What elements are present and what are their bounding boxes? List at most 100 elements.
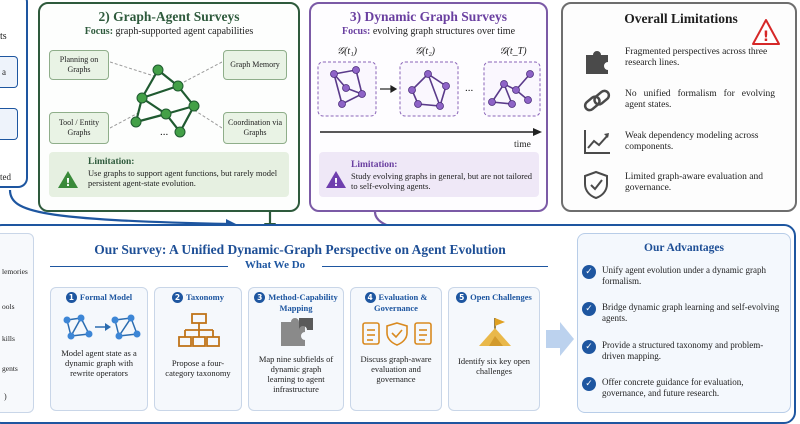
step-description: Model agent state as a dynamic graph wit… (61, 348, 137, 378)
advantage-item-1: ✓ Unify agent evolution under a dynamic … (582, 265, 784, 287)
advantage-item-3: ✓ Provide a structured taxonomy and prob… (582, 340, 784, 362)
svg-text:!: ! (763, 29, 769, 45)
step-title-text: Taxonomy (186, 292, 224, 302)
puzzle-icon (586, 51, 608, 74)
tool-entity-graphs-box: Tool / Entity Graphs (49, 112, 109, 144)
puzzle-pieces-icon (281, 318, 313, 346)
dynamic-graph-limitation-label: Limitation: (351, 160, 398, 170)
snapshot-label-t2: 𝒢(t₂) (414, 46, 436, 57)
what-we-do-line-left (50, 266, 228, 267)
graph-memory-box: Graph Memory (223, 50, 287, 80)
advantage-text: Bridge dynamic graph learning and self-e… (602, 302, 780, 323)
advantages-title: Our Advantages (644, 242, 724, 254)
graph-agent-limitation-text: Use graphs to support agent functions, b… (88, 168, 278, 188)
step-title-text: Method-Capability Mapping (268, 292, 338, 313)
snapshot-label-tT: 𝒢(t_T) (499, 46, 527, 57)
focus-label: Focus: (84, 26, 114, 37)
step-number: 1 (65, 292, 77, 303)
limitation-item-3: Weak dependency modeling across componen… (625, 131, 759, 152)
checkmark-icon: ✓ (582, 302, 596, 316)
dynamic-graph-focus: Focus: evolving graph structures over ti… (309, 26, 548, 37)
step-title-text: Evaluation & Governance (374, 292, 428, 313)
advantage-text: Offer concrete guidance for evaluation, … (602, 377, 744, 398)
advantage-text: Provide a structured taxonomy and proble… (602, 340, 764, 361)
panel-1-box-b (0, 108, 18, 140)
dynamic-graph-ellipsis: ... (465, 82, 474, 94)
left-item-memories: lemories (2, 267, 28, 276)
dynamic-graph-limitation-box (319, 152, 539, 197)
svg-text:!: ! (65, 176, 70, 189)
coordination-via-graphs-box: Coordination via Graphs (223, 112, 287, 144)
panel-1-fragment-2: a (2, 67, 6, 77)
warning-triangle-icon: ! (326, 171, 346, 189)
focus-label: Focus: (341, 26, 371, 37)
panel-1-fragment-3: ted (0, 172, 11, 182)
step-number: 4 (364, 292, 376, 303)
step-title-text: Formal Model (79, 292, 133, 302)
panel-1-fragment-1: ts (0, 31, 7, 42)
step-number: 5 (456, 292, 468, 303)
left-item-tools: ools (2, 302, 15, 311)
left-item-paren: ) (4, 392, 7, 401)
step-description: Map nine subfields of dynamic graph lear… (258, 354, 334, 394)
what-we-do-heading: What We Do (244, 259, 306, 271)
time-axis-arrow (320, 128, 542, 136)
graph-rewrite-icon (63, 314, 141, 340)
step-number: 2 (172, 292, 184, 303)
panel-1-box-a (0, 56, 18, 88)
step-description: Discuss graph-aware evaluation and gover… (360, 354, 432, 384)
warning-triangle-red-icon: ! (752, 19, 780, 45)
what-we-do-line-right (322, 266, 548, 267)
planning-on-graphs-box: Planning on Graphs (49, 50, 109, 80)
time-axis-label: time (514, 140, 531, 150)
advantages-arrow (546, 322, 574, 356)
advantage-item-2: ✓ Bridge dynamic graph learning and self… (582, 302, 784, 324)
limitation-item-1: Fragmented perspectives across three res… (625, 47, 768, 68)
left-item-agents: gents (2, 364, 18, 373)
checkmark-icon: ✓ (582, 265, 596, 279)
graph-agent-title: 2) Graph-Agent Surveys (98, 9, 240, 24)
survey-left-column (0, 233, 34, 413)
chart-trend-icon (584, 130, 610, 154)
step-title-text: Open Challenges (470, 292, 532, 302)
graph-agent-ellipsis: ... (160, 126, 169, 138)
limitation-item-2: No unified formalism for evolving agent … (625, 89, 775, 110)
warning-triangle-icon: ! (58, 171, 78, 189)
our-advantages-box (577, 233, 791, 413)
survey-title: Our Survey: A Unified Dynamic-Graph Pers… (94, 242, 506, 257)
graph-agent-focus: Focus: graph-supported agent capabilitie… (38, 26, 300, 37)
survey-panel-1-partial (0, 0, 28, 188)
checklist-shield-icon (362, 322, 432, 346)
checkmark-icon: ✓ (582, 377, 596, 391)
snapshot-label-t1: 𝒢(t₁) (336, 46, 358, 57)
limitations-title: Overall Limitations (624, 11, 738, 26)
checkmark-icon: ✓ (582, 340, 596, 354)
left-item-skills: kills (2, 334, 15, 343)
mountain-flag-icon (479, 318, 511, 346)
dynamic-graph-snapshots-icon (317, 61, 541, 117)
advantage-item-4: ✓ Offer concrete guidance for evaluation… (582, 377, 784, 399)
graph-agent-limitation-label: Limitation: (88, 157, 135, 167)
focus-text: evolving graph structures over time (372, 26, 516, 37)
step-number: 3 (254, 292, 266, 303)
limitation-item-4: Limited graph-aware evaluation and gover… (625, 172, 763, 193)
agent-graph-network-icon (110, 61, 222, 138)
shield-check-icon (584, 170, 608, 200)
focus-text: graph-supported agent capabilities (115, 26, 254, 37)
step-description: Propose a four-category taxonomy (165, 358, 231, 378)
step-description: Identify six key open challenges (458, 356, 530, 376)
advantage-text: Unify agent evolution under a dynamic gr… (602, 265, 766, 286)
chain-link-icon (583, 89, 611, 112)
graph-agent-limitation-box (49, 152, 289, 197)
hierarchy-icon (178, 313, 220, 347)
